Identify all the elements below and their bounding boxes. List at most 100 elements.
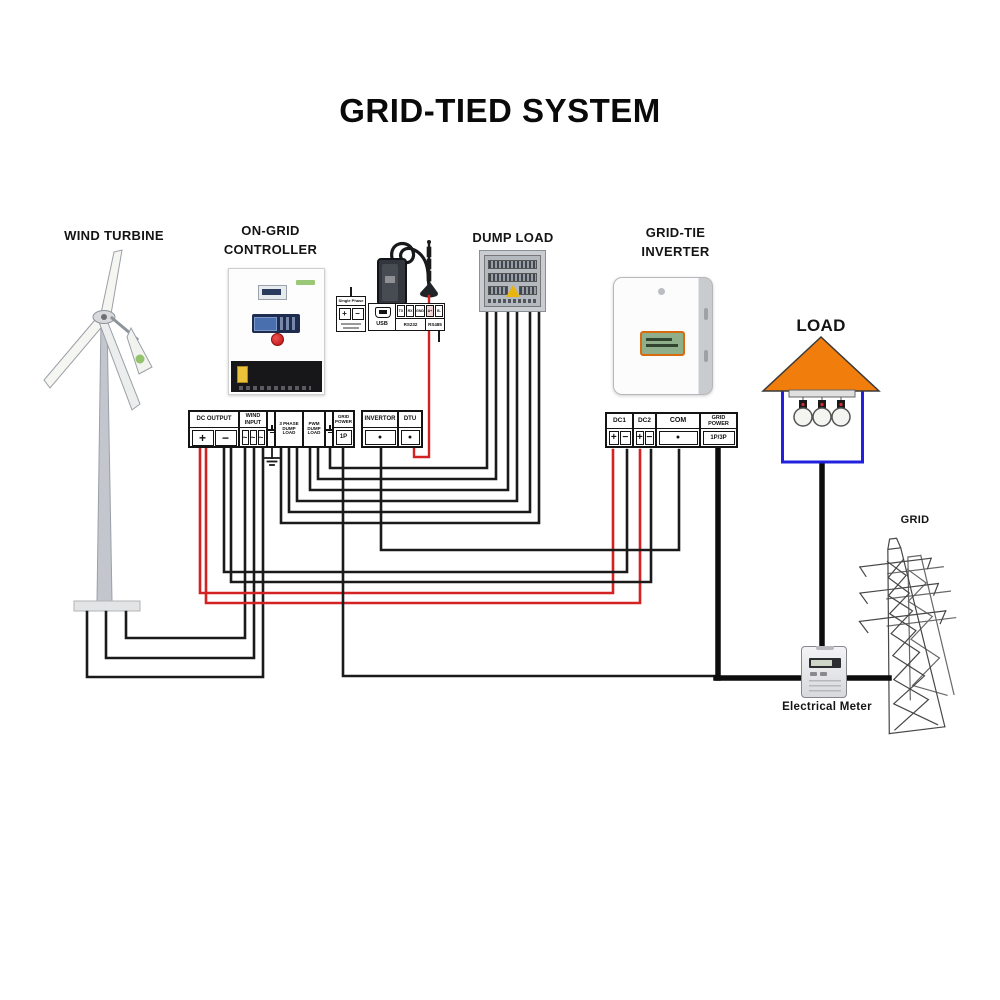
- meter-label-lines: [809, 680, 841, 692]
- terminal-group-grid-power-1p: GRID POWER 1P: [334, 412, 353, 446]
- terminal-group-dc2: DC2 + −: [634, 414, 657, 446]
- grid-power-1p-terminal: 1P: [335, 429, 352, 445]
- inverter-label-line2: INVERTER: [641, 243, 710, 259]
- single-phase-fineprint: [337, 321, 365, 331]
- dc-black-wires: [222, 444, 653, 584]
- dump-load-label: DUMP LOAD: [472, 230, 554, 245]
- inverter-display-line: [646, 344, 678, 347]
- dc2-label: DC2: [634, 414, 655, 429]
- dump-load-unit: [479, 250, 546, 312]
- controller-terminal-strip: DC OUTPUT + − WIND INPUT ~ ~ ~ 3 P: [188, 410, 355, 448]
- rs-cell-tx: TX: [397, 305, 406, 317]
- grid-label: GRID: [900, 514, 930, 526]
- terminal-group-dc1: DC1 + −: [607, 414, 634, 446]
- terminal-group-dtu: DTU ●: [399, 412, 421, 446]
- terminal-group-com: COM ●: [657, 414, 701, 446]
- dump-pwm-line3: LOAD: [307, 430, 321, 436]
- controller-label-line2: CONTROLLER: [223, 241, 318, 257]
- rs485-label: RS485: [428, 322, 442, 327]
- usb-box: USB: [368, 303, 396, 331]
- single-phase-header: Single Phase: [337, 297, 365, 306]
- wind-input-label-line2: INPUT: [244, 419, 262, 426]
- wind-input-label-line1: WIND: [245, 413, 261, 420]
- dc2-plus-terminal: +: [635, 430, 644, 445]
- terminal-group-3phase-dump: 3 PHASE DUMP LOAD: [276, 412, 304, 446]
- grid-power-line2: POWER: [334, 418, 352, 424]
- inverter-terminal-strip: DC1 + − DC2 + − COM ● GRID POWER 1P/3P: [605, 412, 738, 448]
- invertor-terminal: ●: [364, 429, 396, 445]
- terminal-group-wind-input: WIND INPUT ~ ~ ~: [240, 412, 268, 446]
- meter-top-notch: [816, 646, 834, 650]
- dc1-minus-terminal: −: [620, 430, 631, 445]
- controller-warning-sticker: [237, 366, 248, 383]
- rs232-label: RS232: [396, 319, 426, 330]
- rs-cell-rx: RX: [406, 305, 415, 317]
- wind-input-terminal-3: ~: [257, 429, 265, 445]
- usb-label: USB: [376, 321, 388, 327]
- wind-turbine-graphic: [43, 249, 153, 612]
- meter-display: [809, 658, 841, 668]
- grid-thick-wires: [713, 443, 892, 681]
- electrical-meter-unit: [801, 646, 847, 698]
- inverter-label: GRID-TIE INVERTER: [613, 224, 738, 262]
- dump-load-panel: [484, 255, 541, 307]
- comm-terminal-block: INVERTOR ● DTU ●: [361, 410, 423, 448]
- controller-connector-row: [239, 386, 311, 390]
- grid-power-main-line2: POWER: [708, 421, 729, 427]
- terminal-group-grid-power-main: GRID POWER 1P/3P: [701, 414, 736, 446]
- dump-3phase-label: 3 PHASE DUMP LOAD: [276, 412, 302, 446]
- ground-terminal-icon: [268, 412, 275, 446]
- wind-input-label: WIND INPUT: [240, 412, 266, 428]
- dtu-terminal: ●: [400, 429, 420, 445]
- dc1-label: DC1: [607, 414, 632, 429]
- dtu-label: DTU: [399, 412, 421, 428]
- dump-load-wires: [279, 310, 541, 525]
- wifi-adapter: [377, 258, 407, 306]
- dc-red-wires: [198, 444, 642, 605]
- grid-tie-inverter-unit: [613, 277, 713, 395]
- com-terminal: ●: [658, 430, 698, 445]
- terminal-group-ground-2: [326, 412, 334, 446]
- controller-lcd-screen: [254, 316, 277, 331]
- rs-cell-gnd: GND: [415, 305, 425, 317]
- light-bulb-icon: [793, 397, 813, 427]
- meter-button: [810, 672, 817, 676]
- grid-power-1p-wire: [341, 444, 719, 678]
- dump-load-coil-row: [488, 273, 537, 282]
- inverter-label-line1: GRID-TIE: [645, 225, 706, 240]
- wind-input-terminal-1: ~: [241, 429, 249, 445]
- dump-pwm-line1: PWM: [308, 420, 320, 426]
- wind-input-wires: [85, 444, 265, 679]
- dump-3phase-line2: DUMP: [282, 425, 296, 431]
- single-phase-box: Single Phase + −: [336, 296, 366, 332]
- wind-turbine-label: WIND TURBINE: [64, 228, 164, 243]
- invertor-label: INVERTOR: [363, 412, 397, 428]
- inverter-display: [640, 331, 685, 356]
- page-title: GRID-TIED SYSTEM: [339, 92, 661, 129]
- grid-power-line1: GRID: [337, 413, 350, 419]
- light-bulb-icon: [831, 397, 851, 427]
- controller-keypad: [280, 317, 297, 330]
- dump-load-coil-row: [488, 260, 537, 269]
- dump-3phase-line3: LOAD: [282, 430, 296, 436]
- light-bulb-icon: [812, 397, 832, 427]
- terminal-group-pwm-dump: PWM DUMP LOAD: [304, 412, 326, 446]
- grid-pylons-graphic: [858, 537, 957, 735]
- controller-heatsink: [231, 361, 322, 392]
- inverter-mount-slot: [704, 350, 708, 362]
- inverter-mount-slot: [704, 308, 708, 320]
- rs-cell-bminus: B-: [434, 305, 444, 317]
- grid-power-1p3p-terminal: 1P/3P: [702, 430, 735, 445]
- dump-pwm-label: PWM DUMP LOAD: [304, 412, 324, 446]
- invertor-com-wire: [379, 444, 681, 552]
- wind-input-terminal-2: ~: [249, 429, 257, 445]
- grid-power-main-label: GRID POWER: [701, 414, 736, 429]
- on-grid-controller: [228, 268, 325, 395]
- ground-terminal-icon: [326, 412, 333, 446]
- wifi-adapter-label: [385, 276, 395, 283]
- inverter-logo-mark: [658, 288, 665, 295]
- controller-label: ON-GRID CONTROLLER: [208, 222, 333, 260]
- load-label: LOAD: [796, 316, 846, 335]
